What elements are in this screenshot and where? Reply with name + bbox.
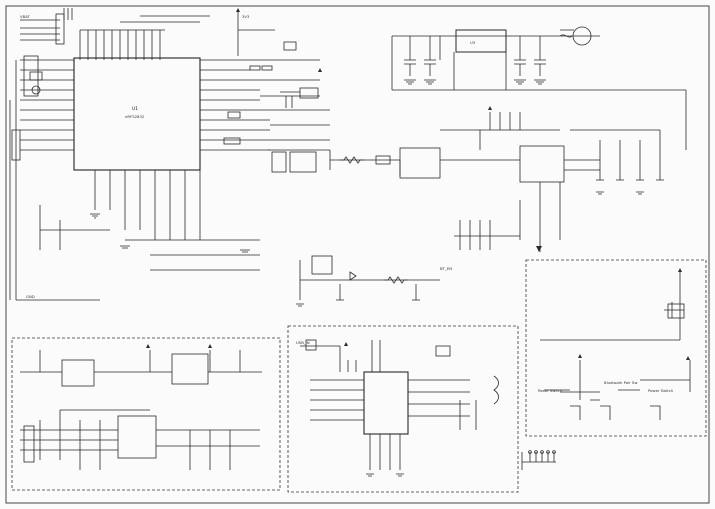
ground-symbols (90, 79, 644, 477)
power-switch-label: Power Switch (648, 388, 674, 393)
bt-pair-switch-label: Bluetooth Pair Sw (604, 380, 637, 385)
label-usb-in: USB_IN (296, 340, 310, 345)
label-gnd: GND (26, 294, 35, 299)
sheet-border (5, 5, 710, 504)
mcu-part: nRF52832 (125, 114, 145, 119)
mcu-chip (73, 57, 201, 171)
label-bt-en: BT_EN (440, 266, 452, 271)
regulator-block (391, 26, 687, 150)
subblock-charger (287, 325, 519, 493)
led-row (299, 255, 440, 301)
rf-chain (330, 112, 664, 252)
regulator-ref: U3 (470, 40, 476, 45)
reset-switch-label: Reset Switch (538, 388, 563, 393)
label-vbat: VBAT (20, 14, 31, 19)
switch-circuit (540, 270, 691, 420)
subblock-switches (525, 259, 707, 437)
mcu-ref: U1 (132, 106, 138, 112)
power-circuit (20, 350, 262, 470)
pin-header (521, 450, 556, 470)
power-flags (146, 8, 690, 360)
label-3v3: 3V3 (242, 14, 250, 19)
wires-top-left (9, 8, 330, 301)
charger-circuit (300, 339, 499, 470)
passives-mcu-right (223, 41, 331, 173)
top-connectors (11, 13, 65, 161)
